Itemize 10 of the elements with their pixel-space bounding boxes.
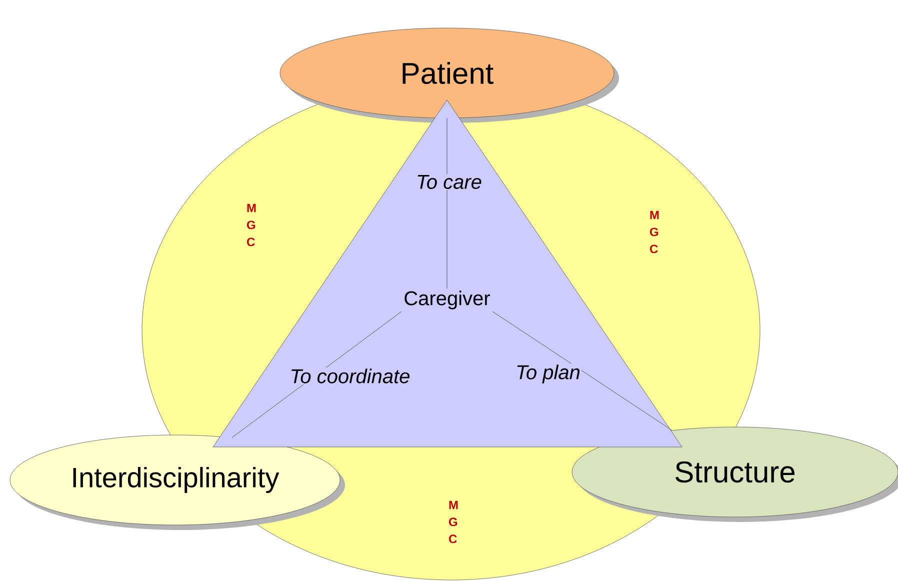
oval-box: Interdisciplinarity [10, 434, 345, 530]
triangle [212, 100, 682, 448]
edge-label: To plan [514, 364, 582, 384]
caregiver-label: Caregiver [404, 290, 490, 310]
connector-line [446, 118, 448, 289]
connector-line [492, 311, 672, 430]
oval-box: Patient [280, 28, 619, 123]
oval-box: Structure [572, 426, 898, 522]
edge-label: To care [415, 174, 483, 190]
edge-label: To coordinate [288, 368, 412, 384]
